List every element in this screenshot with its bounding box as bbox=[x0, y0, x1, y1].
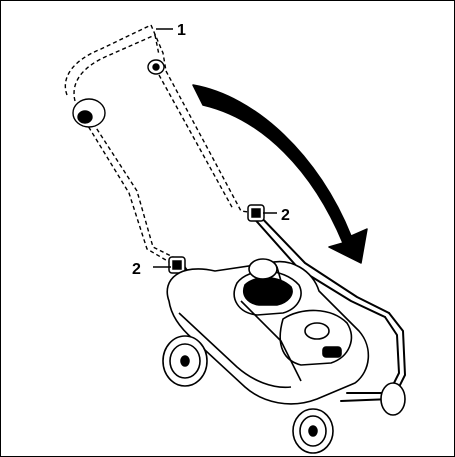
callout-2-right: 2 bbox=[281, 207, 290, 224]
callout-1: 1 bbox=[177, 22, 186, 39]
handle-dashed-outline-icon bbox=[64, 24, 258, 264]
handle-top-grip-icon bbox=[72, 59, 165, 128]
callout-2-left: 2 bbox=[132, 261, 141, 278]
callout-leaders bbox=[153, 28, 277, 268]
rear-right-wheel-icon bbox=[248, 258, 278, 280]
front-left-wheel-icon bbox=[292, 408, 334, 454]
clamp-knob-left bbox=[168, 256, 186, 274]
rear-left-wheel-icon bbox=[162, 335, 208, 387]
lawn-mower-icon bbox=[166, 260, 370, 405]
clamp-knob-right bbox=[247, 204, 265, 222]
front-right-wheel-icon bbox=[380, 382, 406, 416]
curved-arrow-icon bbox=[192, 84, 368, 264]
